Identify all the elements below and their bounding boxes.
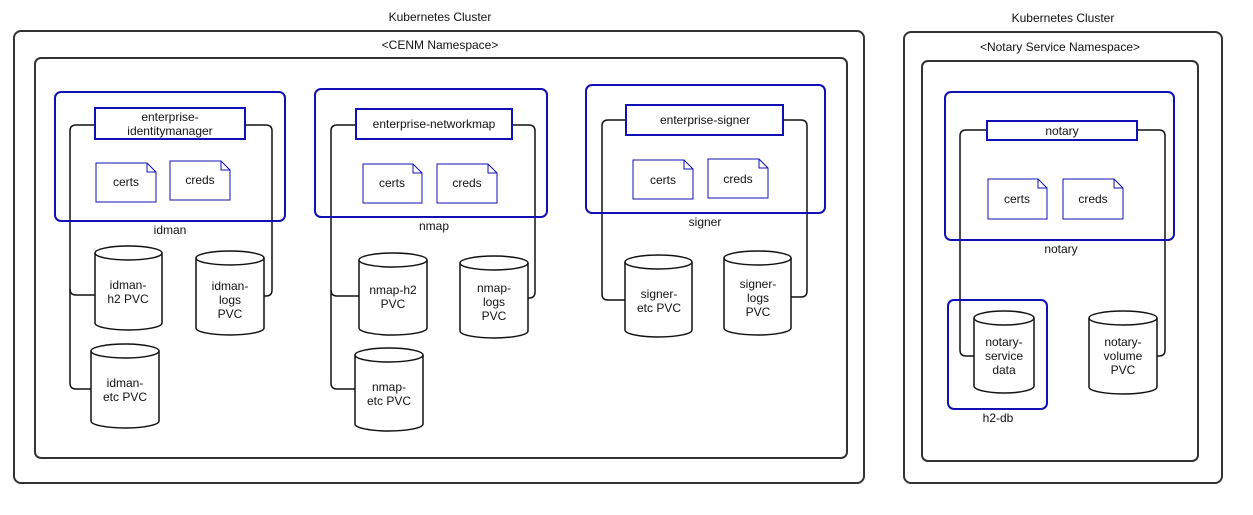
namespace-label: <CENM Namespace> xyxy=(382,38,499,52)
secret-certs xyxy=(632,159,694,200)
namespace-frame xyxy=(921,60,1199,462)
connector-h2 xyxy=(330,289,359,297)
secret-certs xyxy=(362,163,423,204)
secret-label: certs xyxy=(650,173,676,187)
db-label: h2-db xyxy=(983,411,1014,425)
volume-cylinder-rim xyxy=(90,350,160,359)
volume-cylinder-rim xyxy=(459,262,529,271)
volume-cylinder xyxy=(1088,310,1158,395)
volume-cylinder-rim xyxy=(973,317,1035,326)
volume-cylinder-rim xyxy=(94,252,163,261)
namespace-label: <Notary Service Namespace> xyxy=(980,40,1140,54)
secret-creds-fold xyxy=(220,161,230,171)
cluster-frame xyxy=(13,30,865,484)
connector-h2 xyxy=(69,288,95,296)
service-name-box xyxy=(625,104,784,136)
secret-certs-fold xyxy=(412,164,422,174)
secret-label: creds xyxy=(185,173,214,187)
pod-label: notary xyxy=(1044,242,1077,256)
namespace-frame xyxy=(34,57,848,459)
cluster-title: Kubernetes Cluster xyxy=(1012,11,1115,25)
secret-creds-fold xyxy=(487,164,497,174)
secret-creds xyxy=(707,158,769,199)
volume-cylinder xyxy=(624,254,693,338)
volume-cylinder xyxy=(358,252,428,336)
connector-etc xyxy=(330,124,356,390)
secret-label: certs xyxy=(1004,192,1030,206)
pod-label: nmap xyxy=(419,219,449,233)
volume-label: idman-etc PVC xyxy=(103,376,147,404)
service-name-box xyxy=(94,107,246,140)
volume-label: nmap-etc PVC xyxy=(367,380,411,408)
connector-logs xyxy=(245,124,273,297)
h2-db-group xyxy=(947,299,1048,410)
secret-creds xyxy=(1062,178,1124,220)
pod-signer xyxy=(585,84,826,214)
secret-creds-fold xyxy=(758,159,768,169)
secret-creds xyxy=(169,160,231,201)
connector-volume xyxy=(1137,129,1166,357)
volume-cylinder xyxy=(354,347,424,432)
connector-logs xyxy=(783,119,808,298)
secret-label: creds xyxy=(723,172,752,186)
volume-cylinder-rim xyxy=(1088,317,1158,326)
secret-label: creds xyxy=(452,176,481,190)
volume-label: signer-etc PVC xyxy=(637,287,681,315)
service-name-box xyxy=(986,120,1138,141)
secret-creds xyxy=(436,163,498,204)
volume-cylinder xyxy=(195,250,265,336)
volume-label: idman-h2 PVC xyxy=(107,278,149,306)
pod-notary xyxy=(944,91,1175,241)
volume-cylinder xyxy=(90,343,160,429)
volume-cylinder xyxy=(94,245,163,331)
pod-idman xyxy=(54,91,286,222)
volume-cylinder-rim xyxy=(624,261,693,270)
connector-etc xyxy=(69,124,96,390)
pod-label: idman xyxy=(154,223,187,237)
volume-cylinder-rim xyxy=(358,259,428,268)
secret-certs xyxy=(987,178,1048,220)
secret-certs xyxy=(95,162,157,203)
secret-label: certs xyxy=(113,175,139,189)
service-name: enterprise-networkmap xyxy=(373,117,496,131)
volume-cylinder-rim xyxy=(354,354,424,363)
secret-creds-fold xyxy=(1113,179,1123,189)
connector-etc xyxy=(601,119,626,301)
connector-data xyxy=(959,129,986,357)
secret-certs-fold xyxy=(146,163,156,173)
secret-label: certs xyxy=(379,176,405,190)
service-name: notary xyxy=(1045,124,1078,138)
volume-cylinder xyxy=(723,250,792,336)
pod-nmap xyxy=(314,88,548,218)
volume-cylinder xyxy=(459,255,529,339)
service-name-box xyxy=(355,108,513,140)
connector-logs xyxy=(512,124,536,299)
cluster-title: Kubernetes Cluster xyxy=(389,10,492,24)
secret-label: creds xyxy=(1078,192,1107,206)
service-name: enterprise-signer xyxy=(660,113,750,127)
volume-cylinder-rim xyxy=(195,257,265,266)
cluster-frame xyxy=(903,31,1223,484)
secret-certs-fold xyxy=(683,160,693,170)
service-name: enterprise-identitymanager xyxy=(127,110,212,138)
pod-label: signer xyxy=(689,215,722,229)
secret-certs-fold xyxy=(1037,179,1047,189)
volume-cylinder-rim xyxy=(723,257,792,266)
volume-cylinder xyxy=(973,310,1035,394)
